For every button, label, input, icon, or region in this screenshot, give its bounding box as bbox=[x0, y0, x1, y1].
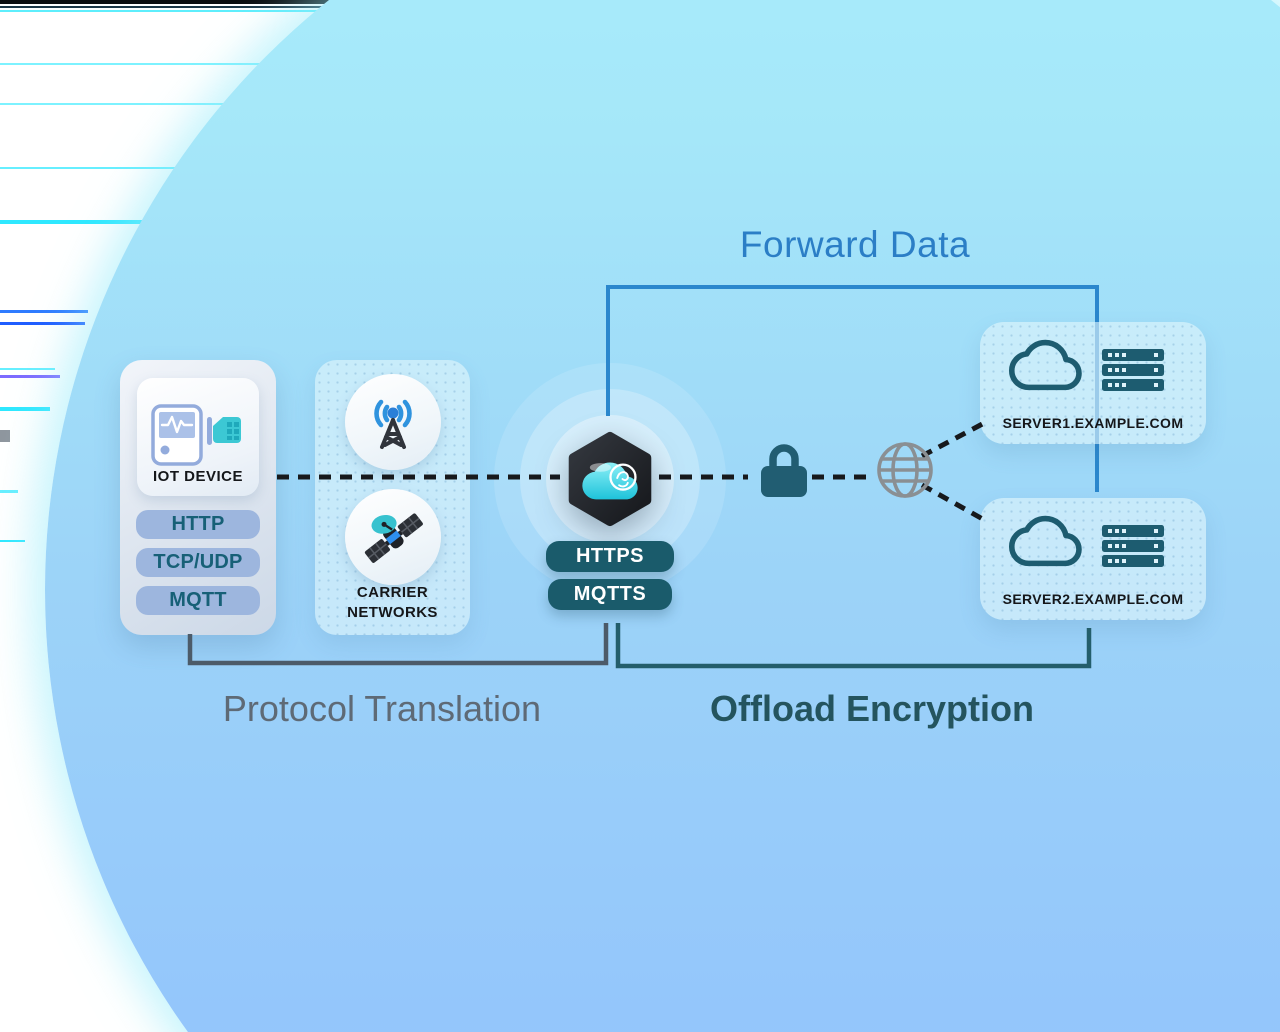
forward-data-label: Forward Data bbox=[739, 224, 971, 265]
glitch-artifact bbox=[0, 0, 505, 4]
globe-icon bbox=[877, 442, 933, 498]
server1-name: SERVER1.EXAMPLE.COM bbox=[1002, 415, 1184, 431]
protocol-pill-http: HTTP bbox=[136, 510, 260, 539]
gateway-logo-icon bbox=[609, 463, 637, 491]
glitch-artifact bbox=[0, 103, 300, 105]
glitch-artifact bbox=[0, 368, 55, 370]
glitch-artifact bbox=[0, 6, 560, 8]
glitch-artifact bbox=[0, 407, 50, 411]
glitch-artifact bbox=[0, 430, 10, 442]
satellite-icon bbox=[364, 513, 423, 563]
glitch-artifact bbox=[0, 310, 88, 313]
glitch-artifact bbox=[0, 540, 25, 542]
iot-device-title: IOT DEVICE bbox=[152, 468, 243, 485]
offload-encryption-label: Offload Encryption bbox=[710, 688, 1034, 729]
cell-tower-badge bbox=[345, 374, 441, 470]
iot-device-panel: IOT DEVICE bbox=[137, 378, 259, 496]
secure-pill-https: HTTPS bbox=[546, 541, 674, 572]
protocol-translation-label: Protocol Translation bbox=[222, 688, 542, 729]
protocol-pill-tcpudp: TCP/UDP bbox=[136, 548, 260, 577]
carrier-title-line1: CARRIER bbox=[356, 584, 429, 601]
device-monitor-icon bbox=[151, 404, 241, 466]
carrier-networks-card: CARRIER NETWORKS bbox=[315, 360, 470, 635]
cell-tower-icon bbox=[374, 399, 412, 449]
glitch-artifact bbox=[0, 322, 85, 325]
sim-card-icon bbox=[213, 417, 241, 443]
server-rack-icon bbox=[1102, 349, 1164, 391]
carrier-networks-title: CARRIER NETWORKS bbox=[315, 583, 470, 622]
glitch-artifact bbox=[0, 490, 18, 493]
secure-pill-list: HTTPS MQTTS bbox=[546, 541, 674, 610]
server1-card: SERVER1.EXAMPLE.COM bbox=[980, 322, 1206, 444]
satellite-badge bbox=[345, 489, 441, 585]
glitch-artifact bbox=[0, 375, 60, 378]
glitch-artifact bbox=[0, 63, 370, 65]
glitch-artifact bbox=[0, 220, 155, 224]
server2-card: SERVER2.EXAMPLE.COM bbox=[980, 498, 1206, 620]
server2-name: SERVER2.EXAMPLE.COM bbox=[1002, 591, 1184, 607]
cloud-icon bbox=[1008, 339, 1082, 391]
lock-icon bbox=[761, 444, 807, 497]
gateway-cloud bbox=[582, 462, 638, 500]
secure-pill-mqtts: MQTTS bbox=[548, 579, 672, 610]
protocol-pill-list: HTTP TCP/UDP MQTT bbox=[136, 510, 260, 615]
glitch-artifact bbox=[0, 10, 520, 12]
iot-device-card: IOT DEVICE HTTP TCP/UDP MQTT bbox=[120, 360, 276, 635]
glitch-artifact bbox=[0, 167, 218, 169]
cloud-gateway-icon bbox=[568, 431, 652, 527]
carrier-title-line2: NETWORKS bbox=[347, 603, 438, 621]
protocol-pill-mqtt: MQTT bbox=[136, 586, 260, 615]
cloud-icon bbox=[1008, 515, 1082, 567]
server-rack-icon bbox=[1102, 525, 1164, 567]
